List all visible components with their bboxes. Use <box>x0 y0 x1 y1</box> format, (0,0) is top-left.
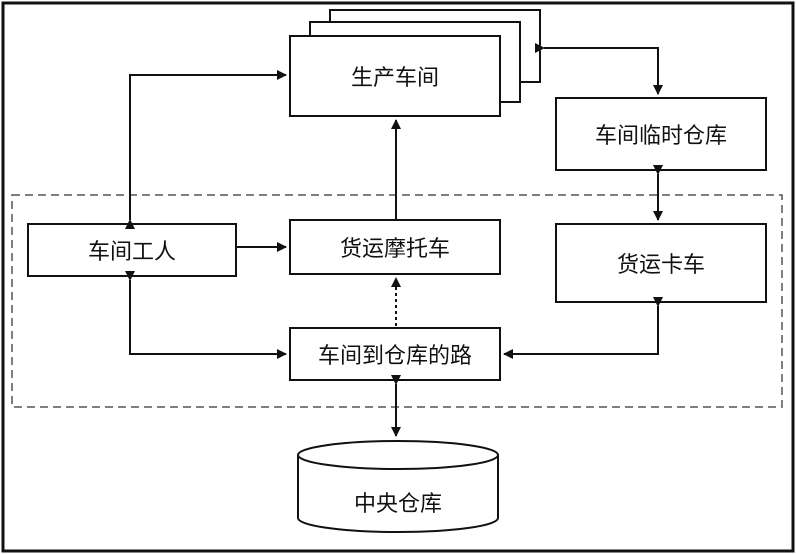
arrow-truck-road <box>503 297 663 359</box>
road-label: 车间到仓库的路 <box>317 344 472 369</box>
temp-warehouse-label: 车间临时仓库 <box>594 124 727 149</box>
central-warehouse-cylinder-top <box>297 440 499 470</box>
workshop-label: 生产车间 <box>350 66 439 91</box>
truck-box <box>555 223 767 303</box>
worker-label: 车间工人 <box>87 240 176 265</box>
arrow-worker-road <box>125 271 287 359</box>
central-warehouse-label: 中央仓库 <box>353 492 442 517</box>
worker-box <box>27 223 237 277</box>
truck-label: 货运卡车 <box>616 253 705 278</box>
central-warehouse-cylinder-body <box>297 455 499 533</box>
motorcycle-label: 货运摩托车 <box>339 237 450 262</box>
road-box <box>289 327 501 381</box>
arrow-worker-workshop <box>125 70 287 229</box>
motorcycle-box <box>289 219 501 275</box>
temp-warehouse-box <box>555 97 767 171</box>
arrow-workshop-temp-warehouse <box>535 43 663 95</box>
workshop-box <box>289 35 501 117</box>
